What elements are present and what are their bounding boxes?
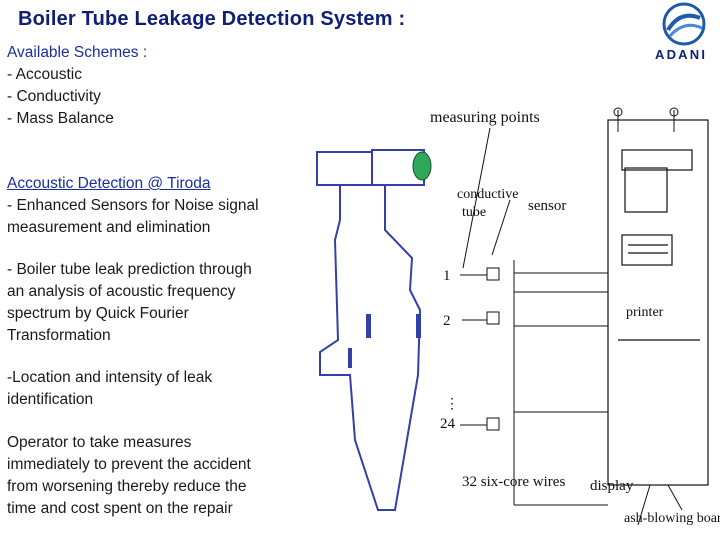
acoustic-heading: Accoustic Detection @ Tiroda xyxy=(7,175,211,192)
prediction-line: - Boiler tube leak prediction through xyxy=(7,261,252,278)
scheme-item: - Conductivity xyxy=(7,88,101,105)
operator-line: time and cost spent on the repair xyxy=(7,500,233,517)
wires-label: 32 six-core wires xyxy=(462,474,565,490)
measuring-points-label: measuring points xyxy=(430,109,540,126)
operator-line: immediately to prevent the accident xyxy=(7,456,251,473)
location-line: -Location and intensity of leak xyxy=(7,369,213,386)
svg-text:⋮: ⋮ xyxy=(445,397,459,412)
controller-cabinet xyxy=(607,119,709,486)
logo-text: ADANI xyxy=(655,47,708,62)
printer-label: printer xyxy=(626,305,664,320)
scheme-item: - Accoustic xyxy=(7,66,82,83)
sensor-label: sensor xyxy=(528,198,566,214)
display-label: display xyxy=(590,478,634,494)
leak-detection-diagram: ⋮ measuring points conductive tube senso… xyxy=(316,107,720,526)
prediction-line: Transformation xyxy=(7,327,111,344)
prediction-line: an analysis of acoustic frequency xyxy=(7,283,236,300)
point-2-label: 2 xyxy=(443,313,451,329)
acoustic-line: measurement and elimination xyxy=(7,219,211,236)
point-24-label: 24 xyxy=(440,416,456,432)
sensor-icon xyxy=(486,267,500,431)
point-1-label: 1 xyxy=(443,268,451,284)
operator-line: Operator to take measures xyxy=(7,434,192,451)
location-line: identification xyxy=(7,391,94,408)
conductive-label: conductive xyxy=(457,187,518,202)
acoustic-line: - Enhanced Sensors for Noise signal xyxy=(7,197,259,214)
prediction-line: spectrum by Quick Fourier xyxy=(7,305,189,322)
schemes-heading: Available Schemes : xyxy=(7,44,148,61)
operator-line: from worsening thereby reduce the xyxy=(7,478,247,495)
scheme-item: - Mass Balance xyxy=(7,110,114,127)
steam-drum-icon xyxy=(412,151,432,181)
slide-title: Boiler Tube Leakage Detection System : xyxy=(18,8,406,30)
tube-label: tube xyxy=(462,205,486,220)
ash-board-label: ash-blowing board xyxy=(624,511,720,526)
adani-logo-icon xyxy=(662,2,706,46)
